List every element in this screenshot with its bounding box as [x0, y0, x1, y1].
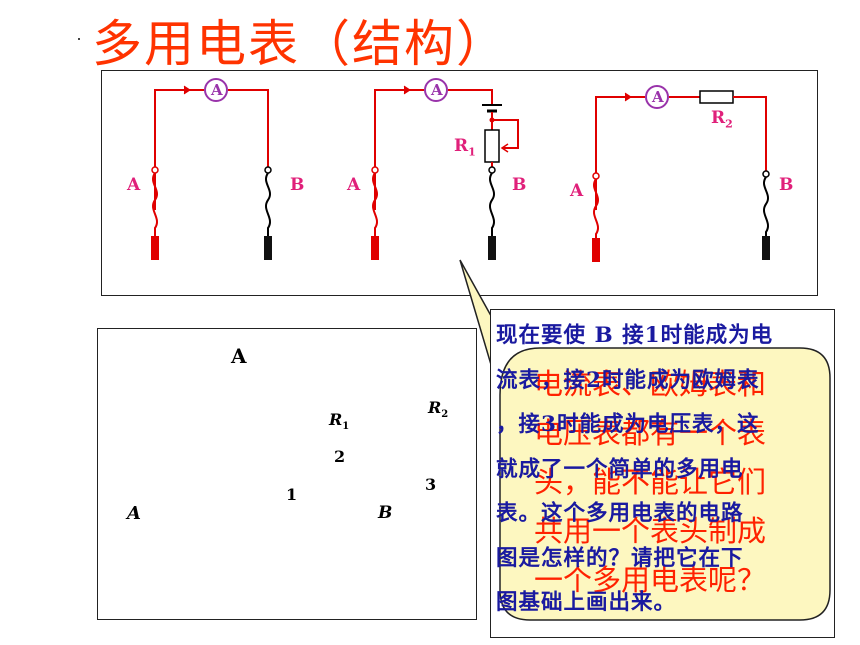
note-line: 流表，接2时能成为欧姆表 — [496, 367, 760, 393]
bubble-line: 共用一个表头制成 — [533, 514, 766, 548]
bubble-line: 头，能不能让它们 — [533, 465, 766, 499]
terminal-a-label-3: A — [570, 181, 584, 201]
red-probe-lead — [152, 172, 158, 236]
top-circuits-panel — [101, 70, 818, 296]
top-circuit-ohmmeter — [371, 78, 519, 260]
bubble-line: 电流表、欧姆表和 — [533, 367, 766, 401]
terminal-b-label-3: B — [779, 175, 794, 195]
bubble-line: 一个多用电表呢？ — [533, 563, 766, 597]
note-text: 现在要使 B 接1时能成为电 流表，接2时能成为欧姆表 ，接3时能成为电压表，这… — [496, 314, 832, 626]
note-line: 就成了一个简单的多用电 — [496, 456, 744, 482]
note-line: 图是怎样的？请把它在下 — [496, 545, 744, 571]
bottom-circuit-panel — [97, 328, 477, 620]
meter-label-3: A — [652, 88, 664, 106]
terminal-b-label-2: B — [512, 175, 527, 195]
terminal-b-label-bottom: B — [378, 503, 393, 523]
terminal-a-label-2: A — [347, 175, 361, 195]
meter-label-2: A — [431, 81, 443, 99]
bubble-question-text: 电流表、欧姆表和 电压表都有一个表 头，能不能让它们 共用一个表头制成 一个多用… — [500, 360, 800, 605]
terminal-a-label-1: A — [127, 175, 141, 195]
ammeter-icon — [204, 78, 228, 102]
terminal-a-label-bottom: A — [127, 503, 141, 524]
decorative-dot — [78, 38, 80, 40]
black-probe-lead — [265, 172, 271, 236]
note-line: 图基础上画出来。 — [496, 590, 677, 615]
top-circuit-voltmeter — [592, 85, 770, 262]
meter-label-bottom: A — [231, 344, 247, 368]
bubble-line: 电压表都有一个表 — [533, 416, 766, 450]
page-title: 多用电表（结构） — [92, 15, 508, 73]
switch-position-3: 3 — [425, 475, 437, 494]
ammeter-icon — [424, 78, 448, 102]
meter-label-1: A — [211, 81, 223, 99]
top-circuit-ammeter — [151, 78, 272, 260]
ammeter-icon — [645, 85, 669, 109]
note-line: ，接3时能成为电压表，这 — [496, 412, 760, 437]
terminal-b-label-1: B — [290, 175, 305, 195]
note-line: 现在要使 B 接1时能成为电 — [496, 323, 774, 348]
r2-label-bottom: R2 — [428, 398, 449, 421]
switch-position-2: 2 — [334, 447, 346, 466]
red-probe-icon — [151, 236, 159, 260]
r2-label-top: R2 — [711, 108, 733, 131]
r1-label-bottom: R1 — [329, 410, 350, 433]
switch-position-1: 1 — [286, 485, 298, 504]
black-probe-icon — [264, 236, 272, 260]
note-line: 表。这个多用电表的电路 — [496, 501, 744, 526]
r1-label-top: R1 — [454, 136, 476, 159]
